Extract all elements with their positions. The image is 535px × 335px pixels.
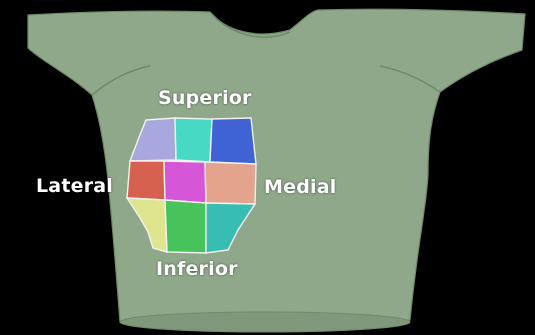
segment-mid-left xyxy=(127,161,165,200)
label-inferior: Inferior xyxy=(156,258,238,280)
label-superior: Superior xyxy=(158,87,252,109)
segment-bottom-center xyxy=(165,200,206,253)
segment-mid-center xyxy=(164,161,206,203)
segment-mid-right xyxy=(205,162,256,204)
segment-top-right xyxy=(210,118,256,164)
segment-top-center xyxy=(175,118,212,162)
label-lateral: Lateral xyxy=(36,175,113,197)
label-medial: Medial xyxy=(264,176,336,198)
waist-edge xyxy=(120,312,410,332)
